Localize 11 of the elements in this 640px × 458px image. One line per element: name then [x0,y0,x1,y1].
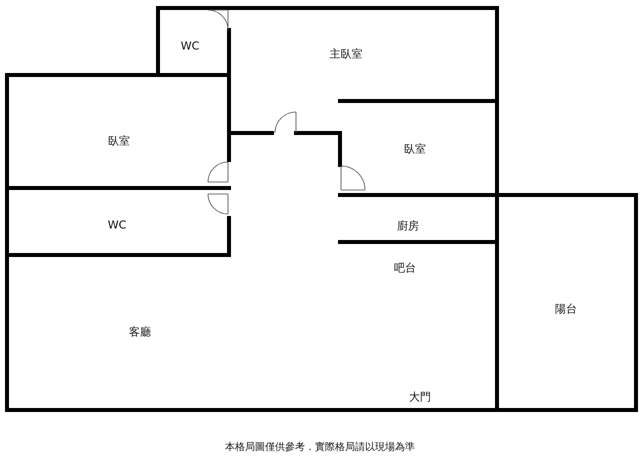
room-label: 大門 [409,390,431,404]
room-label: 吧台 [394,261,416,275]
room-label: 陽台 [555,302,577,316]
room-label: 臥室 [108,134,130,148]
room-label: 主臥室 [330,47,362,61]
room-label: WC [108,218,126,232]
room-label: 客廳 [129,325,151,339]
room-label: 廚房 [397,219,419,233]
room-label: WC [180,39,200,53]
disclaimer-note: 本格局圖僅供參考．實際格局請以現場為準 [225,442,415,453]
room-label: 臥室 [404,142,426,156]
